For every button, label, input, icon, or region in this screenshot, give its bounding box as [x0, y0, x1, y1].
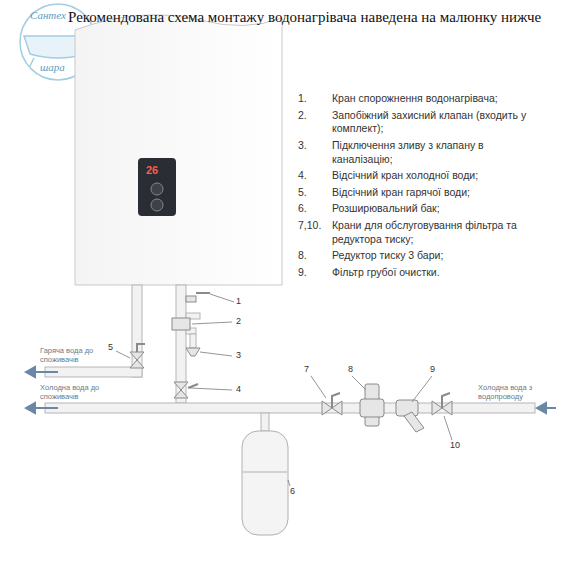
callout-number: 7	[304, 364, 309, 376]
list-text: Розширювальний бак;	[332, 202, 547, 216]
list-number: 4.	[298, 169, 307, 183]
list-number: 6.	[298, 202, 307, 216]
knob	[151, 199, 163, 211]
list-number: 2.	[298, 109, 307, 123]
list-number: 5.	[298, 186, 307, 200]
list-text: Кран спорожнення водонагрівача;	[332, 92, 547, 106]
knob	[151, 183, 163, 195]
list-number: 8.	[298, 249, 307, 263]
callout-number: 4	[236, 384, 241, 396]
list-text: Запобіжний захисний клапан (входить у ко…	[332, 109, 547, 136]
callout-number: 8	[348, 364, 353, 376]
list-number: 9.	[298, 266, 307, 280]
tank-membrane	[243, 472, 287, 473]
list-text: Редуктор тиску 3 бари;	[332, 249, 547, 263]
callout-number: 3	[236, 350, 241, 362]
watermark: шара	[40, 60, 65, 74]
pipe-label: Холодна вода з водопроводу	[478, 383, 550, 402]
list-number: 7,10.	[298, 219, 321, 233]
control-panel	[138, 158, 176, 216]
watermark: Сантех	[30, 8, 66, 22]
arrows	[26, 367, 556, 413]
list-text: Фільтр грубої очистки.	[332, 266, 547, 280]
expansion-tank	[242, 431, 288, 535]
callout-number: 10	[450, 440, 460, 452]
callout-number: 2	[236, 316, 241, 328]
leader-lines	[116, 294, 452, 486]
pipe-label: Холодна вода до споживачів	[40, 383, 112, 402]
list-number: 3.	[298, 139, 307, 153]
callout-number: 5	[108, 342, 113, 354]
pipe-label: Гаряча вода до споживачів	[40, 346, 112, 365]
list-text: Підключення зливу з клапану в каналізаці…	[332, 139, 547, 166]
list-number: 1.	[298, 92, 307, 106]
list-text: Відсічний кран холодної води;	[332, 169, 547, 183]
water-heater	[75, 15, 282, 285]
display-reading: 26	[146, 163, 158, 177]
callout-number: 9	[430, 364, 435, 376]
list-text: Крани для обслуговування фільтра та реду…	[332, 219, 547, 246]
list-text: Відсічний кран гарячої води;	[332, 186, 547, 200]
fittings	[130, 293, 452, 432]
callout-number: 1	[236, 296, 241, 308]
pipes	[45, 285, 535, 431]
title: Рекомендована схема монтажу водонагрівач…	[68, 8, 541, 28]
callout-number: 6	[290, 486, 295, 498]
